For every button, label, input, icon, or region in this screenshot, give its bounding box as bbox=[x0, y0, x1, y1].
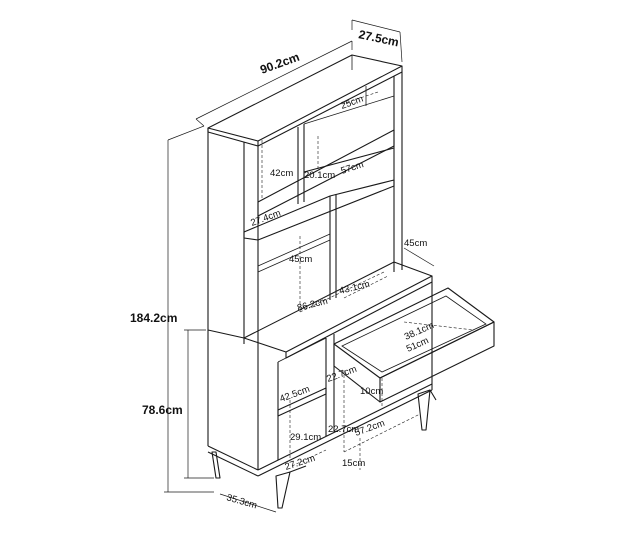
label-inner-width: 86.2cm bbox=[296, 296, 329, 314]
label-base-left-upper-height: 42.5cm bbox=[278, 384, 311, 405]
label-desk-inner-width: 43.1cm bbox=[338, 279, 371, 297]
label-upper-mid-height: 20.1cm bbox=[304, 170, 335, 181]
base-cabinet-outline bbox=[207, 282, 495, 509]
label-base-height: 78.6cm bbox=[142, 403, 183, 417]
label-left-compartment-width: 27.4cm bbox=[249, 208, 282, 229]
upper-shelf bbox=[257, 129, 395, 217]
drawer-front bbox=[379, 321, 495, 403]
label-base-mid-lower-height: 22.7cm bbox=[328, 424, 359, 435]
leg-front-left bbox=[211, 451, 221, 479]
desk-surface bbox=[243, 261, 433, 353]
label-desk-depth: 45cm bbox=[404, 238, 427, 249]
label-drawer-height: 10cm bbox=[360, 386, 383, 397]
hutch-top-panel bbox=[207, 54, 403, 142]
dimension-labels: 90.2cm 27.5cm 184.2cm 78.6cm 25cm 42cm 2… bbox=[130, 27, 436, 511]
hutch-outline bbox=[207, 54, 433, 359]
base-shelf bbox=[277, 387, 327, 417]
label-middle-opening-height: 45cm bbox=[289, 254, 312, 265]
label-leg-height: 15cm bbox=[342, 458, 365, 469]
middle-shelf bbox=[243, 179, 395, 241]
label-base-left-lower-height: 29.1cm bbox=[290, 432, 321, 443]
leg-front-mid bbox=[275, 471, 291, 509]
dimension-lines bbox=[164, 19, 475, 513]
label-total-height: 184.2cm bbox=[130, 311, 177, 325]
leg-back-right bbox=[417, 389, 431, 431]
label-total-width: 90.2cm bbox=[258, 50, 301, 77]
label-base-depth: 35.3cm bbox=[225, 492, 258, 511]
label-upper-left-height: 42cm bbox=[270, 168, 293, 179]
